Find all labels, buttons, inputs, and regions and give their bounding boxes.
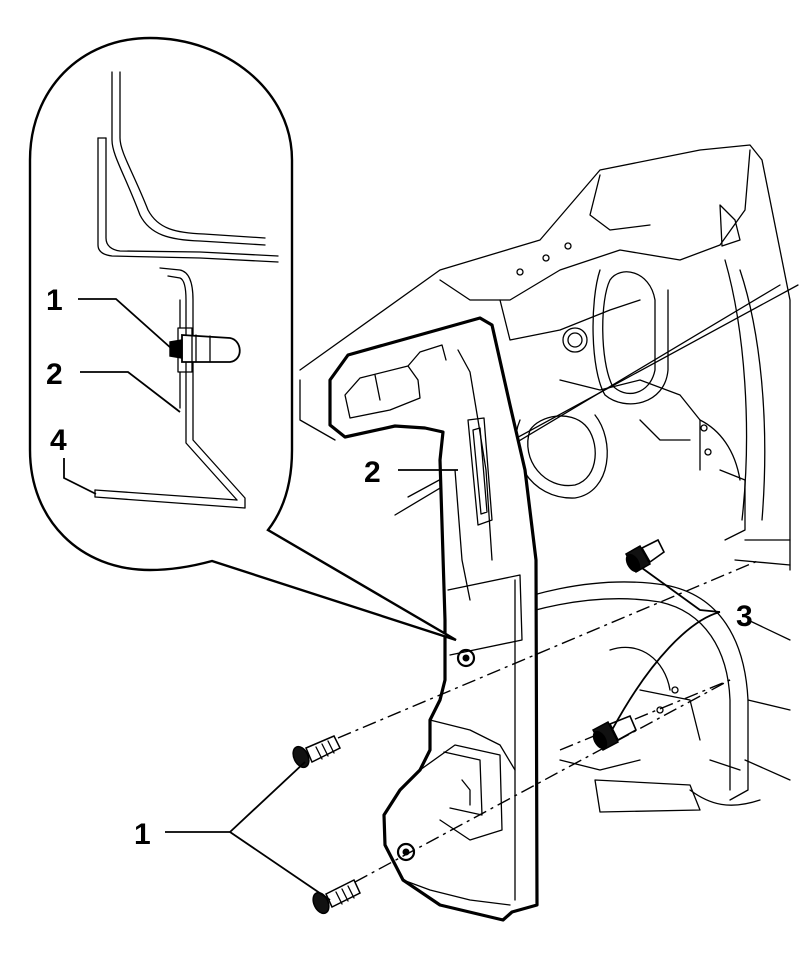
- label-screws-1: 1: [134, 818, 151, 851]
- vehicle-body-structure: [299, 144, 791, 813]
- clip-lower: [592, 714, 638, 752]
- clip-upper: [624, 538, 666, 574]
- assembly-centerlines: [337, 559, 761, 883]
- screw-lower: [312, 878, 361, 915]
- label-detail-2: 2: [46, 358, 63, 391]
- detail-callout-bubble: [28, 36, 457, 642]
- panel-mounting-holes: [396, 648, 476, 862]
- label-panel-2: 2: [364, 456, 381, 489]
- label-clips-3: 3: [736, 600, 753, 633]
- leader-lines: [63, 298, 721, 901]
- wheel-housing-panel: [328, 316, 539, 922]
- label-detail-4: 4: [50, 424, 67, 457]
- label-detail-1: 1: [46, 284, 63, 317]
- screw-upper: [292, 735, 342, 769]
